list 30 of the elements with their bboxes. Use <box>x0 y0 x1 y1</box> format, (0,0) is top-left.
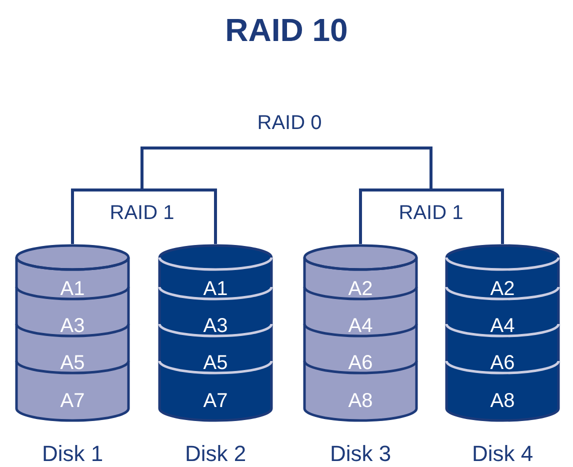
block-label: A2 <box>489 277 516 301</box>
bracket-line <box>359 188 431 244</box>
block-label: A6 <box>489 351 516 375</box>
block-label: A6 <box>347 351 374 375</box>
block-label: A7 <box>202 389 229 413</box>
block-label: A1 <box>59 277 86 301</box>
block-label: A3 <box>59 314 86 338</box>
disk-label: Disk 3 <box>328 441 392 467</box>
raid-level-label: RAID 1 <box>108 202 176 225</box>
bracket-line <box>71 188 142 244</box>
block-label: A2 <box>347 277 374 301</box>
bracket-line <box>431 188 504 244</box>
disk-label: Disk 1 <box>40 441 104 467</box>
block-label: A5 <box>202 351 229 375</box>
raid-level-label: RAID 1 <box>398 202 464 225</box>
disk-label: Disk 2 <box>184 441 248 467</box>
raid-level-label: RAID 0 <box>256 112 323 135</box>
bracket-line <box>290 146 432 190</box>
block-label: A4 <box>489 314 516 338</box>
block-label: A5 <box>59 351 86 375</box>
bracket-line <box>140 146 290 190</box>
block-label: A8 <box>489 389 516 413</box>
block-label: A8 <box>347 389 374 413</box>
disk-label: Disk 4 <box>470 441 534 467</box>
diagram-title: RAID 10 <box>224 12 349 49</box>
block-label: A7 <box>59 389 86 413</box>
block-label: A1 <box>202 277 229 301</box>
block-label: A3 <box>202 314 229 338</box>
block-label: A4 <box>347 314 374 338</box>
bracket-line <box>142 188 217 244</box>
